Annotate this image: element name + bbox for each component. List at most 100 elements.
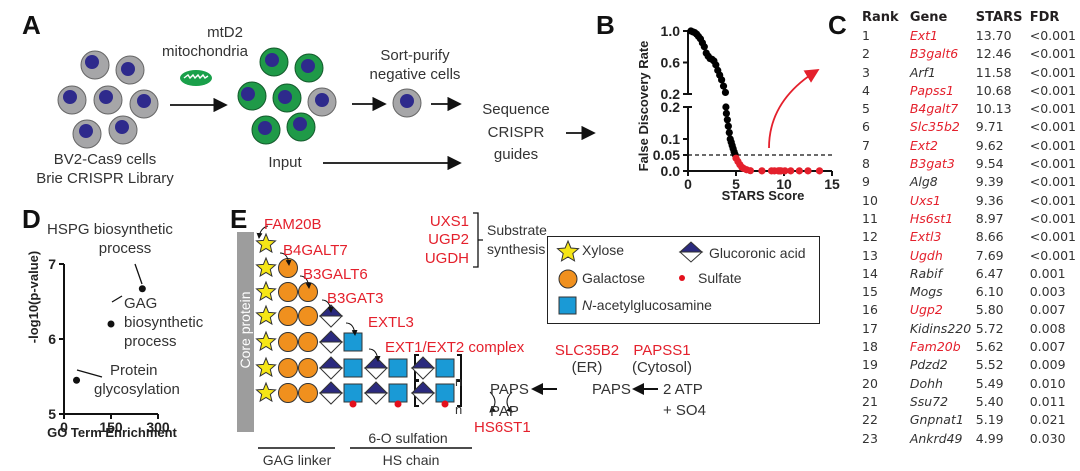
data-point	[723, 116, 731, 124]
legend-sulfate-label: Sulfate	[698, 270, 742, 286]
xylose-icon	[255, 381, 277, 403]
cell-fdr: 0.001	[1029, 265, 1066, 281]
cell-rank: 13	[862, 247, 878, 263]
cell	[251, 115, 281, 145]
glucuronic-acid-icon	[318, 330, 344, 354]
glcnac-icon	[435, 358, 455, 378]
galactose-icon	[298, 358, 318, 378]
cell-fdr: <0.001	[1029, 192, 1076, 208]
galactose-icon	[278, 282, 298, 302]
y-tick-label: 1.0	[661, 23, 681, 39]
cell-fdr: 0.010	[1029, 375, 1066, 391]
sulfate-icon	[349, 400, 357, 408]
glcnac-icon	[343, 358, 363, 378]
header-rank: Rank	[862, 10, 899, 25]
cell	[286, 112, 316, 142]
legend-galactose-label: Galactose	[582, 270, 646, 286]
go-term-label: process	[124, 333, 177, 350]
significant-data-point	[787, 167, 795, 175]
glycan-chain	[255, 304, 344, 328]
cell-rank: 23	[862, 430, 878, 446]
cell-gene: Alg8	[909, 174, 938, 190]
cell-gene: Hs6st1	[909, 210, 954, 226]
data-point	[700, 43, 708, 51]
cell-fdr: 0.030	[1029, 430, 1066, 446]
cell-rank: 1	[862, 28, 870, 43]
cell-stars: 10.13	[975, 101, 1012, 117]
data-point	[722, 109, 730, 117]
xylose-icon	[255, 232, 277, 254]
atp-label: 2 ATP	[663, 381, 703, 398]
panel-c-letter: C	[828, 10, 847, 40]
enzyme-fam20b: FAM20B	[264, 216, 322, 233]
cell-fdr: <0.001	[1029, 210, 1076, 226]
repeat-bracket-close	[457, 379, 462, 407]
galactose-icon	[278, 306, 298, 326]
cell-stars: 11.58	[975, 64, 1012, 80]
x-tick-label: 5	[732, 176, 740, 192]
paps-label-2: PAPS	[592, 381, 631, 398]
cell	[272, 83, 302, 113]
cell-rank: 10	[862, 192, 878, 208]
synthesis-label: synthesis	[487, 241, 546, 257]
legend-glcnac-rest: -acetylglucosamine	[592, 297, 712, 313]
repeat-n-1: n	[455, 374, 463, 389]
cell-fdr: 0.021	[1029, 412, 1066, 428]
go-term-label: HSPG biosynthetic	[47, 221, 173, 238]
header-stars: STARS	[975, 10, 1023, 25]
cell-gene: Rabif	[909, 265, 942, 281]
mtd2-label: mtD2	[207, 24, 243, 41]
guides-label: guides	[493, 146, 539, 163]
glcnac-icon	[388, 358, 408, 378]
galactose-icon	[278, 332, 298, 352]
cell-stars: 5.40	[975, 393, 1004, 409]
data-point	[721, 88, 730, 97]
cell-fdr: <0.001	[1029, 229, 1076, 245]
y-axis-label: -log10(p-value)	[26, 251, 41, 343]
cell-gene: Ugdh	[909, 247, 943, 263]
cell-rank: 6	[862, 119, 870, 135]
cell-rank: 4	[862, 82, 870, 98]
x-tick-label: 0	[60, 419, 68, 435]
cell-rank: 2	[862, 46, 870, 62]
x-axis-label: STARS Score	[722, 188, 805, 203]
data-point	[725, 129, 733, 137]
sort-label: Sort-purify	[380, 47, 450, 64]
cell-rank: 20	[862, 375, 878, 391]
cell	[259, 47, 289, 77]
go-term-label: Protein	[110, 362, 158, 379]
cell-stars: 5.52	[975, 357, 1004, 373]
cell	[72, 119, 102, 149]
enzyme-uxs1: UXS1	[429, 213, 469, 230]
glucuronic-acid-icon	[318, 356, 344, 380]
galactose-icon	[298, 306, 318, 326]
cell	[115, 55, 145, 85]
repeat-n-2: n	[455, 402, 463, 417]
y-tick-label: 0.05	[653, 147, 680, 163]
so4-label: + SO4	[663, 402, 706, 419]
enzyme-b3gat3: B3GAT3	[327, 290, 384, 307]
cell-gene: Mogs	[909, 284, 943, 300]
glycan-chain	[255, 330, 363, 354]
panel-a-cells	[57, 47, 596, 171]
cell-stars: 8.97	[975, 210, 1004, 226]
cell-stars: 13.70	[975, 28, 1012, 43]
cell-fdr: <0.001	[1029, 46, 1076, 62]
glycan-chain	[255, 280, 318, 302]
go-term-label: biosynthetic	[124, 314, 204, 331]
enzyme-ugp2: UGP2	[428, 231, 469, 248]
x-axis-label: GO Term Enrichment	[47, 425, 177, 440]
legend-xylose-icon	[556, 239, 580, 262]
y-axis-label: False Discovery Rate	[636, 41, 651, 172]
panel-e-letter: E	[230, 204, 248, 234]
y-tick-label: 0.2	[661, 99, 681, 115]
